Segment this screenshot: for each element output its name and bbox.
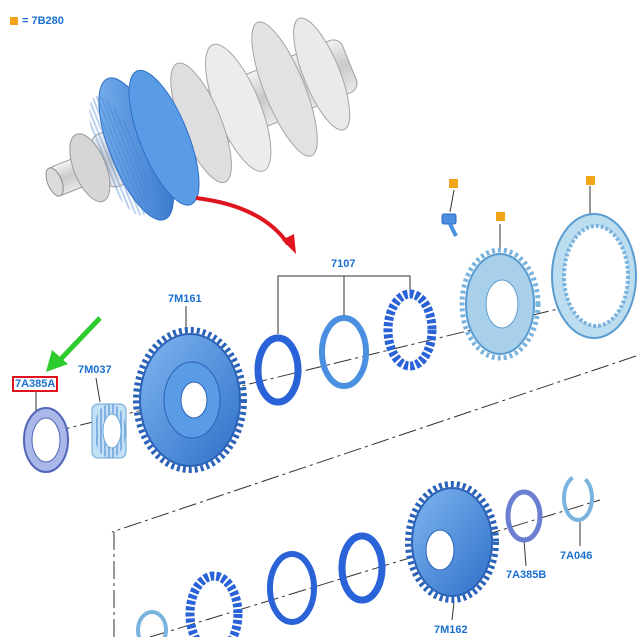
marker-icon <box>449 179 458 188</box>
shift-key <box>441 213 458 237</box>
part-label-7m162[interactable]: 7M162 <box>434 624 468 636</box>
leader-lines <box>35 186 591 621</box>
thrust-washer-7a385b <box>505 489 543 543</box>
green-arrow-icon <box>56 316 102 364</box>
part-label-7a046[interactable]: 7A046 <box>560 550 593 562</box>
part-label-7a385b[interactable]: 7A385B <box>506 569 547 581</box>
lower-sync-ring-c <box>338 532 386 604</box>
gear-7m162 <box>405 481 499 603</box>
legend-marker-icon <box>10 17 18 25</box>
part-label-7a385a[interactable]: 7A385A <box>12 376 59 392</box>
needle-bearing-7m037 <box>91 403 127 459</box>
legend: = 7B280 <box>10 15 64 27</box>
lower-sync-ring-b <box>267 551 317 625</box>
part-label-7m161[interactable]: 7M161 <box>168 293 202 305</box>
legend-text: = 7B280 <box>22 15 64 27</box>
synchro-hub <box>459 247 541 361</box>
marker-icon <box>586 176 595 185</box>
lower-partial-ring <box>136 610 168 637</box>
gear-7m161 <box>133 327 247 473</box>
marker-icon <box>496 212 505 221</box>
synchro-sleeve <box>551 213 637 339</box>
dashdot-line-right <box>111 355 637 533</box>
sync-ring-7107-a <box>254 334 302 406</box>
part-label-7m037[interactable]: 7M037 <box>78 364 112 376</box>
lower-axis-line <box>149 499 601 637</box>
green-arrowhead-icon <box>46 350 68 372</box>
part-label-7107[interactable]: 7107 <box>331 258 356 270</box>
shaft-assembly <box>45 17 358 221</box>
sync-ring-7107-c <box>383 289 437 371</box>
sync-ring-7107-b <box>319 315 369 389</box>
lower-sync-ring-a <box>185 571 243 637</box>
red-arrow-icon <box>195 196 290 246</box>
red-arrowhead-icon <box>282 234 296 254</box>
snap-ring-7a046 <box>562 474 594 522</box>
